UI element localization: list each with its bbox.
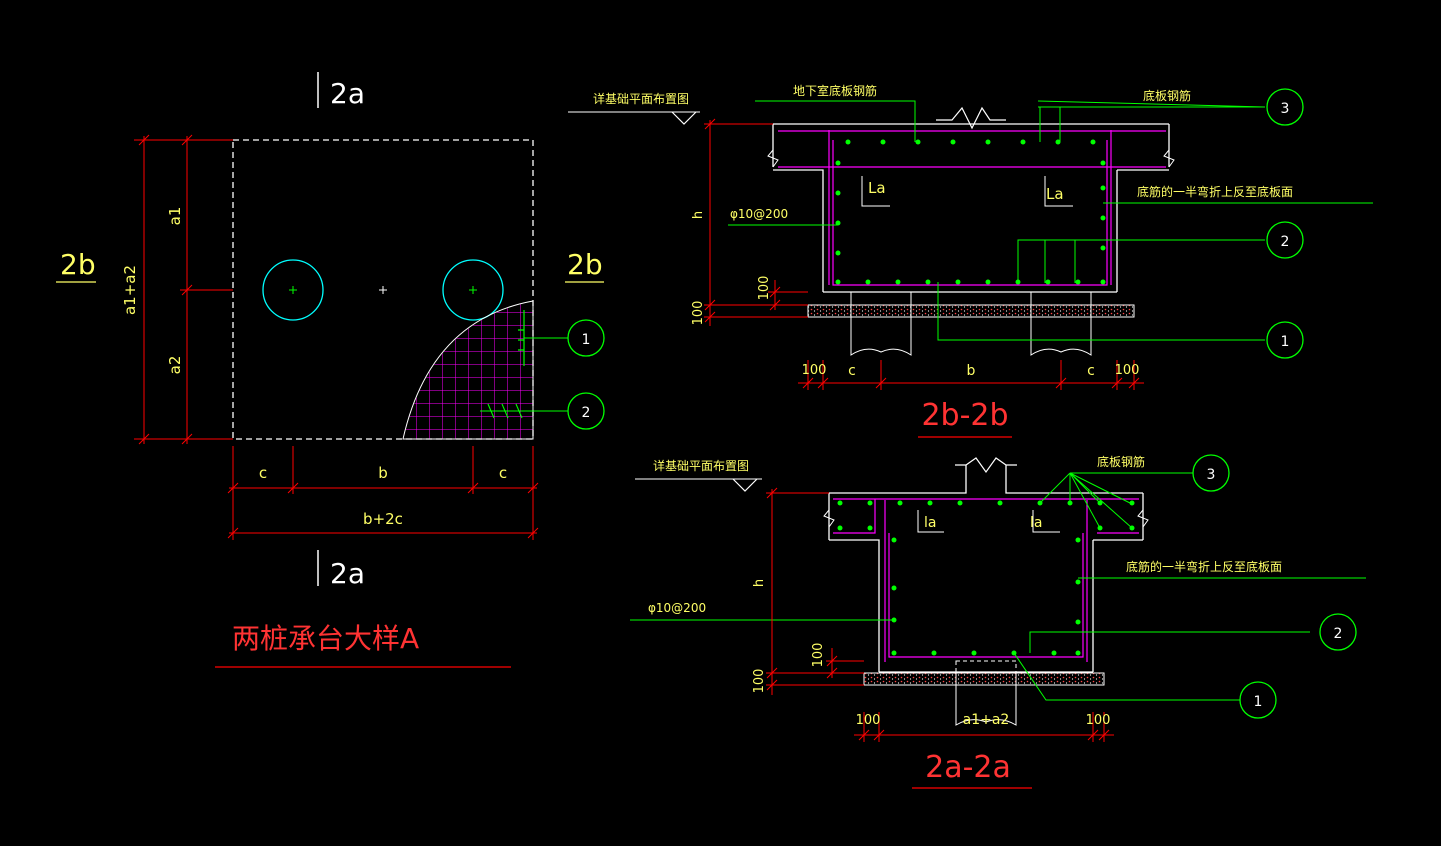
dim-a1-a2: a1+a2 xyxy=(963,712,1010,728)
section-title-2b-2b: 2b-2b xyxy=(921,398,1008,433)
callout-number: 2 xyxy=(1334,626,1343,642)
dim-c-right: c xyxy=(1087,363,1095,379)
plan-view: 2a 2a 2b 2b 1 2 xyxy=(56,72,605,668)
rebar-dots xyxy=(835,139,1106,285)
dim-b: b xyxy=(967,363,976,379)
callout-circle-2 xyxy=(567,392,605,430)
callout-circle-2 xyxy=(1266,221,1304,259)
elevation-mark-icon xyxy=(732,478,758,492)
label-la-right: La xyxy=(1046,185,1064,203)
dim-100-right: 100 xyxy=(1115,363,1140,378)
note-slab-rebar: 底板钢筋 xyxy=(1143,88,1191,103)
section-title-2a-2a: 2a-2a xyxy=(925,750,1011,785)
pile-center-mark xyxy=(289,286,297,294)
anchorage-bend xyxy=(917,510,1060,533)
section-2a-2a: 详基础平面布置图 la la xyxy=(630,454,1366,789)
section-label-2a-bottom: 2a xyxy=(330,557,365,590)
dim-a1: a1 xyxy=(166,207,184,226)
note-bend-up: 底筋的一半弯折上反至底板面 xyxy=(1126,559,1282,574)
callout-circle-1 xyxy=(1239,681,1277,719)
section-label-2b-right: 2b xyxy=(567,248,603,281)
dim-c-right: c xyxy=(499,464,507,482)
callout-number: 3 xyxy=(1281,101,1290,117)
callout-number: 1 xyxy=(1254,694,1263,710)
callout-number: 2 xyxy=(1281,234,1290,250)
pile-section xyxy=(955,672,1017,726)
note-stirrup: φ10@200 xyxy=(730,207,788,221)
break-line-icon xyxy=(936,106,1006,130)
callout-number: 3 xyxy=(1207,467,1216,483)
callout-circle-3 xyxy=(1266,88,1304,126)
dim-100-right: 100 xyxy=(1086,713,1111,728)
dim-a1-a2: a1+a2 xyxy=(121,265,139,315)
dim-100-upper: 100 xyxy=(757,276,772,301)
label-la-right: la xyxy=(1030,515,1042,531)
vertical-dimension-lines xyxy=(704,118,808,326)
elevation-mark-icon xyxy=(671,111,697,125)
note-stirrup: φ10@200 xyxy=(648,601,706,615)
horizontal-dimension-lines xyxy=(798,360,1144,390)
dim-100-lower: 100 xyxy=(691,301,706,326)
callout-circle-1 xyxy=(567,319,605,357)
note-ref-foundation-plan: 详基础平面布置图 xyxy=(593,91,689,106)
rebar-lines xyxy=(778,130,1166,286)
dim-b: b xyxy=(378,464,388,482)
horizontal-dimension-lines xyxy=(227,446,539,540)
pile-embed xyxy=(955,660,1017,674)
rebar-lines xyxy=(833,498,1139,662)
dim-100-lower: 100 xyxy=(752,669,767,694)
rebar-marker xyxy=(480,403,528,419)
cap-center-mark xyxy=(379,286,387,294)
dim-c-left: c xyxy=(259,464,267,482)
anchorage-bend xyxy=(861,176,1073,207)
pile-center-mark xyxy=(469,286,477,294)
pile-embed-right xyxy=(1030,291,1092,306)
note-bend-up: 底筋的一半弯折上反至底板面 xyxy=(1137,184,1293,199)
leader-lines xyxy=(728,100,1373,341)
note-ref-foundation-plan: 详基础平面布置图 xyxy=(653,458,749,473)
break-mark-icon xyxy=(823,509,1149,528)
callout-number: 2 xyxy=(582,405,591,421)
dim-100-left: 100 xyxy=(856,713,881,728)
blinding-layer xyxy=(807,304,1135,318)
dim-c-left: c xyxy=(848,363,856,379)
dim-100-upper: 100 xyxy=(811,643,826,668)
dim-h: h xyxy=(691,211,706,219)
cap-concrete-outline xyxy=(828,465,1144,673)
horizontal-dimension-lines xyxy=(854,712,1114,742)
dim-a2: a2 xyxy=(166,356,184,375)
label-la-left: la xyxy=(924,515,936,531)
plan-title: 两桩承台大样A xyxy=(232,622,419,655)
callout-number: 1 xyxy=(1281,334,1290,350)
cap-concrete-outline xyxy=(772,123,1170,293)
pile-left xyxy=(262,259,324,321)
vertical-dimension-lines xyxy=(134,134,233,445)
pile-right xyxy=(442,259,504,321)
break-mark-icon xyxy=(767,149,1175,168)
dim-h: h xyxy=(752,579,767,587)
vertical-dimension-lines xyxy=(766,487,864,695)
dim-b-2c: b+2c xyxy=(363,510,403,528)
callout-number: 1 xyxy=(582,332,591,348)
callout-circle-2 xyxy=(1319,613,1357,651)
dim-100-left: 100 xyxy=(802,363,827,378)
pile-cap-outline xyxy=(232,139,534,440)
break-line-icon xyxy=(955,457,1017,474)
pile-left-section xyxy=(850,292,912,356)
note-slab-rebar: 底板钢筋 xyxy=(1097,454,1145,469)
leader-lines xyxy=(630,472,1366,701)
callout-circle-3 xyxy=(1192,454,1230,492)
label-la-left: La xyxy=(868,179,886,197)
note-basement-slab-rebar: 地下室底板钢筋 xyxy=(793,83,877,98)
blinding-layer xyxy=(863,672,1105,686)
pile-right-section xyxy=(1030,292,1092,356)
callout-circle-1 xyxy=(1266,321,1304,359)
pile-embed-left xyxy=(850,291,912,306)
rebar-mesh-hatch xyxy=(402,300,534,440)
section-label-2b-left: 2b xyxy=(60,248,96,281)
section-label-2a-top: 2a xyxy=(330,77,365,110)
section-2b-2b: 详基础平面布置图 La La xyxy=(568,83,1373,438)
